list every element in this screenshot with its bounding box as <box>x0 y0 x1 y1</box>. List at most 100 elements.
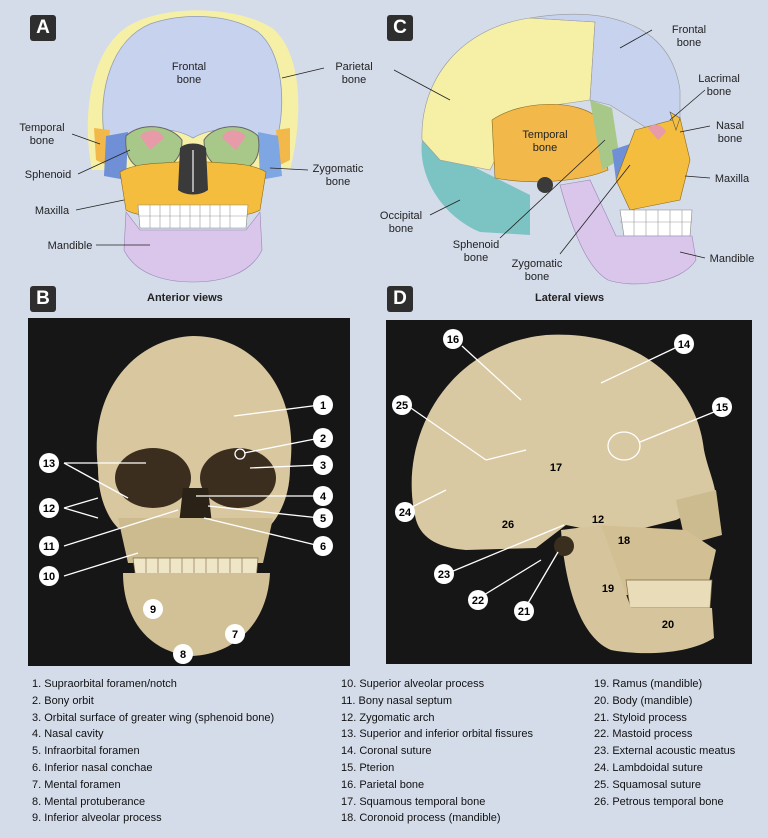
legend-item: 14. Coronal suture <box>341 745 432 758</box>
marker-d-17: 17 <box>550 462 562 474</box>
legend-item: 18. Coronoid process (mandible) <box>341 812 501 825</box>
legend-item: 3. Orbital surface of greater wing (sphe… <box>32 711 275 724</box>
svg-text:3: 3 <box>320 460 326 472</box>
svg-text:7: 7 <box>232 629 238 641</box>
svg-text:26: 26 <box>502 519 514 531</box>
mandible-shape <box>123 211 263 283</box>
legend-item: 1. Supraorbital foramen/notch <box>32 678 177 690</box>
svg-text:12: 12 <box>592 514 604 526</box>
orbit-right <box>203 126 260 171</box>
legend-column-2: 10. Superior alveolar process 11. Bony n… <box>341 676 533 827</box>
legend-item: 22. Mastoid process <box>594 728 693 741</box>
panel-c-badge: C <box>387 15 413 41</box>
frontal-bone-shape <box>102 16 283 141</box>
svg-text:9: 9 <box>150 604 156 616</box>
sphenoid-left <box>104 132 128 180</box>
label-a-frontal-1: Frontal <box>172 61 206 73</box>
legend-item: 26. Petrous temporal bone <box>594 795 724 808</box>
legend-item: 5. Infraorbital foramen <box>32 745 140 758</box>
svg-text:12: 12 <box>43 503 55 515</box>
occipital-shape <box>421 140 530 235</box>
frontal-shape-c <box>529 13 681 131</box>
legend-item: 25. Squamosal suture <box>594 778 702 791</box>
panel-b-badge: B <box>30 286 56 312</box>
svg-text:5: 5 <box>320 513 326 525</box>
legend-item: 16. Parietal bone <box>341 778 425 791</box>
label-c-mandible: Mandible <box>710 253 755 265</box>
parietal-shape-c <box>421 17 596 171</box>
svg-text:18: 18 <box>618 535 630 547</box>
legend-item: 11. Bony nasal septum <box>341 694 453 707</box>
legend-item: 23. External acoustic meatus <box>594 745 736 758</box>
label-a-maxilla: Maxilla <box>35 205 70 217</box>
svg-text:20: 20 <box>662 619 674 631</box>
svg-text:24: 24 <box>399 507 412 519</box>
legend-item: 24. Lambdoidal suture <box>594 761 703 774</box>
legend-item: 8. Mental protuberance <box>32 795 146 808</box>
legend-column-1: 1. Supraorbital foramen/notch 2. Bony or… <box>32 676 274 827</box>
legend-item: 12. Zygomatic arch <box>341 711 435 724</box>
svg-text:22: 22 <box>472 595 484 607</box>
panel-d-badge: D <box>387 286 413 312</box>
label-a-mandible: Mandible <box>48 240 93 252</box>
svg-text:11: 11 <box>43 541 55 553</box>
marker-b-1 <box>313 395 333 415</box>
legend-item: 17. Squamous temporal bone <box>341 795 486 808</box>
teeth-c <box>619 209 693 237</box>
svg-text:19: 19 <box>602 583 614 595</box>
marker-b-1-text: 1 <box>320 400 326 412</box>
orbit-right-b <box>200 448 276 508</box>
mandible-d <box>561 525 714 654</box>
svg-text:6: 6 <box>320 541 326 553</box>
legend-item: 15. Pterion <box>341 761 395 774</box>
panel-b-anterior-photo <box>28 318 350 666</box>
legend-item: 2. Bony orbit <box>32 694 94 707</box>
legend-item: 20. Body (mandible) <box>594 694 693 707</box>
label-a-sphenoid: Sphenoid <box>25 169 72 181</box>
label-a-frontal-2: bone <box>177 74 201 86</box>
teeth <box>137 204 249 229</box>
legend-item: 9. Inferior alveolar process <box>32 812 162 825</box>
svg-text:23: 23 <box>438 569 450 581</box>
maxilla-d <box>596 525 716 595</box>
svg-text:21: 21 <box>518 606 530 618</box>
mandible-shape-c <box>559 179 697 285</box>
svg-text:8: 8 <box>180 649 186 661</box>
legend-item: 6. Inferior nasal conchae <box>32 761 153 774</box>
orbit-left <box>125 126 183 171</box>
panel-b-markers: 1 2 3 4 5 6 7 8 9 10 11 12 13 <box>39 395 333 664</box>
legend-item: 7. Mental foramen <box>32 778 121 791</box>
label-c-maxilla: Maxilla <box>715 173 750 185</box>
legend-item: 19. Ramus (mandible) <box>594 678 703 690</box>
svg-text:25: 25 <box>396 400 408 412</box>
skull-cranium-d <box>411 334 716 550</box>
caption-anterior: Anterior views <box>147 292 223 304</box>
svg-text:13: 13 <box>43 458 55 470</box>
svg-text:2: 2 <box>320 433 326 445</box>
legend-item: 13. Superior and inferior orbital fissur… <box>341 728 533 741</box>
legend-item: 21. Styloid process <box>594 711 687 724</box>
svg-text:16: 16 <box>447 334 459 346</box>
panel-d-lateral-photo <box>386 320 752 664</box>
panel-a-badge: A <box>30 15 56 41</box>
caption-lateral: Lateral views <box>535 292 605 304</box>
svg-text:15: 15 <box>716 402 728 414</box>
svg-text:4: 4 <box>320 491 327 503</box>
legend-item: 4. Nasal cavity <box>32 728 104 741</box>
legend-column-3: 19. Ramus (mandible) 20. Body (mandible)… <box>594 676 735 810</box>
svg-text:10: 10 <box>43 571 55 583</box>
maxilla-b <box>118 518 273 563</box>
